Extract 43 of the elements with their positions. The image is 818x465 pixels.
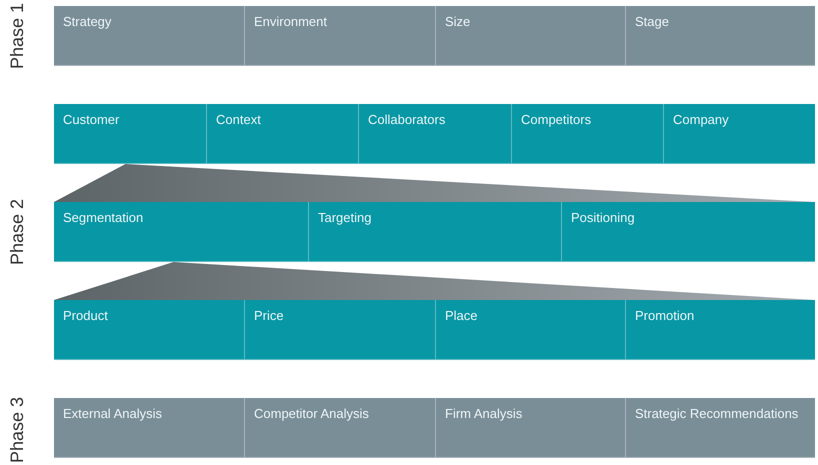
category-label: Context xyxy=(216,112,261,127)
category-label: Collaborators xyxy=(368,112,446,127)
category-label: Promotion xyxy=(635,308,694,323)
category-label: Customer xyxy=(63,112,120,127)
phase-label: Phase 1 xyxy=(7,2,27,70)
category-box xyxy=(625,6,815,66)
category-label: Company xyxy=(673,112,729,127)
category-label: Environment xyxy=(254,14,327,29)
category-box xyxy=(244,398,435,458)
category-label: Stage xyxy=(635,14,669,29)
phase-label: Phase 2 xyxy=(7,198,27,266)
category-box xyxy=(435,398,625,458)
category-box xyxy=(54,398,244,458)
category-box xyxy=(54,6,244,66)
category-box xyxy=(206,104,358,164)
category-box xyxy=(625,300,815,360)
category-box xyxy=(625,398,815,458)
category-label: Targeting xyxy=(318,210,372,225)
category-box xyxy=(435,300,625,360)
category-box xyxy=(54,300,244,360)
category-label: Competitors xyxy=(521,112,592,127)
category-label: Firm Analysis xyxy=(445,406,522,421)
category-box xyxy=(308,202,561,262)
category-label: Price xyxy=(254,308,284,323)
category-label: Segmentation xyxy=(63,210,144,225)
category-label: Strategy xyxy=(63,14,112,29)
category-label: Positioning xyxy=(571,210,635,225)
category-label: Place xyxy=(445,308,478,323)
category-box xyxy=(358,104,511,164)
category-box xyxy=(244,6,435,66)
category-box xyxy=(54,104,206,164)
category-box xyxy=(511,104,663,164)
phase-label: Phase 3 xyxy=(7,396,27,464)
category-label: Strategic Recommendations xyxy=(635,406,798,421)
category-box xyxy=(435,6,625,66)
category-label: Product xyxy=(63,308,108,323)
category-label: Competitor Analysis xyxy=(254,406,369,421)
category-box xyxy=(54,202,308,262)
category-box xyxy=(244,300,435,360)
category-box xyxy=(663,104,815,164)
category-label: External Analysis xyxy=(63,406,162,421)
category-label: Size xyxy=(445,14,470,29)
category-box xyxy=(561,202,815,262)
